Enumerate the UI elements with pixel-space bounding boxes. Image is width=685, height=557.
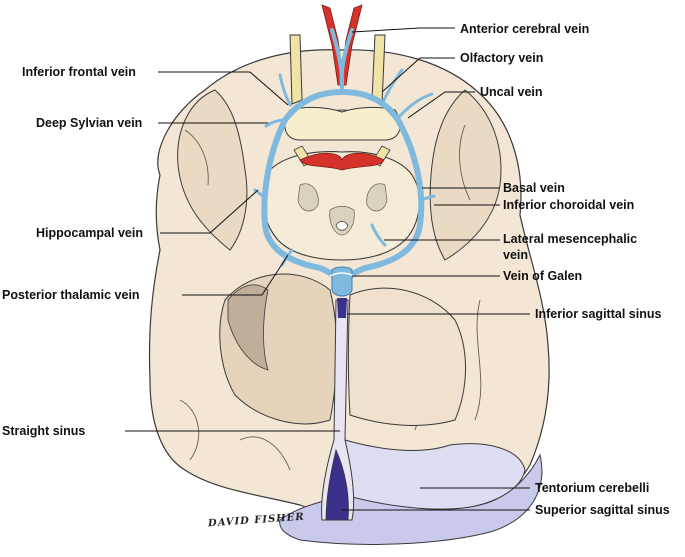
label-uncal-vein: Uncal vein	[480, 85, 543, 99]
left-olfactory-tract	[289, 34, 303, 105]
pointer-inferior-frontal-vein	[158, 71, 289, 106]
inferior-choroidal-vein	[420, 194, 436, 202]
optic-chiasm	[284, 106, 401, 141]
right-temporal-lobe	[429, 89, 502, 261]
label-inferior-choroidal-vein: Inferior choroidal vein	[503, 198, 635, 212]
label-tentorium-cerebelli: Tentorium cerebelli	[535, 481, 650, 495]
pointer-uncal-vein	[407, 91, 475, 119]
label-deep-sylvian-vein: Deep Sylvian vein	[36, 116, 143, 130]
sulcus-line	[459, 124, 471, 201]
sulcus-line	[474, 299, 482, 421]
label-straight-sinus: Straight sinus	[2, 424, 86, 438]
label-hippocampal-vein: Hippocampal vein	[36, 226, 143, 240]
left-temporal-lobe	[177, 89, 248, 251]
lateral-mesencephalic-vein	[370, 223, 387, 247]
label-olfactory-vein: Olfactory vein	[460, 51, 544, 65]
posterior-cerebral-artery	[299, 152, 385, 171]
pointer-anterior-cerebral-vein	[351, 27, 455, 33]
left-occipital-dark	[227, 284, 269, 371]
label-superior-sagittal-sinus: Superior sagittal sinus	[535, 503, 670, 517]
left-basal-vein	[261, 89, 345, 285]
pointer-hippocampal-vein	[160, 189, 259, 234]
label-inferior-frontal-vein: Inferior frontal vein	[22, 65, 136, 79]
label-basal-vein: Basal vein	[503, 181, 565, 195]
peduncle-texture	[329, 205, 355, 236]
hippocampal-vein	[253, 188, 268, 202]
pointer-posterior-thalamic-vein	[182, 254, 289, 296]
straight-sinus	[321, 299, 355, 521]
venous-system	[253, 28, 436, 285]
superior-sagittal-sinus	[325, 448, 349, 521]
inferior-frontal-vein	[278, 73, 292, 107]
pointer-olfactory-vein	[381, 57, 455, 93]
peduncle-texture	[297, 183, 319, 212]
label-lateral-mesencephalic-vein-line2: vein	[503, 248, 529, 262]
label-vein-of-galen: Vein of Galen	[503, 269, 583, 283]
anterior-cerebral-vein	[330, 28, 354, 90]
right-basal-vein	[339, 89, 425, 285]
sulcus-line	[239, 436, 291, 471]
deep-sylvian-vein	[264, 118, 287, 128]
sulcus-line	[184, 129, 209, 186]
vein-of-galen-ring	[329, 272, 355, 277]
pointer-lines	[125, 27, 530, 511]
olfactory-vein	[380, 68, 404, 107]
uncal-vein	[396, 92, 434, 120]
label-anterior-cerebral-vein: Anterior cerebral vein	[460, 22, 590, 36]
label-lateral-mesencephalic-vein: Lateral mesencephalic	[503, 232, 638, 246]
label-inferior-sagittal-sinus: Inferior sagittal sinus	[535, 307, 662, 321]
anterior-cerebral-artery	[321, 4, 363, 86]
inferior-sagittal-sinus	[337, 298, 347, 318]
aqueduct	[335, 220, 349, 231]
label-posterior-thalamic-vein: Posterior thalamic vein	[2, 288, 140, 302]
sulcus-line	[179, 399, 200, 461]
right-occipital-lobe	[348, 287, 466, 426]
peduncle-texture	[366, 183, 388, 212]
vein-of-galen	[331, 266, 353, 297]
